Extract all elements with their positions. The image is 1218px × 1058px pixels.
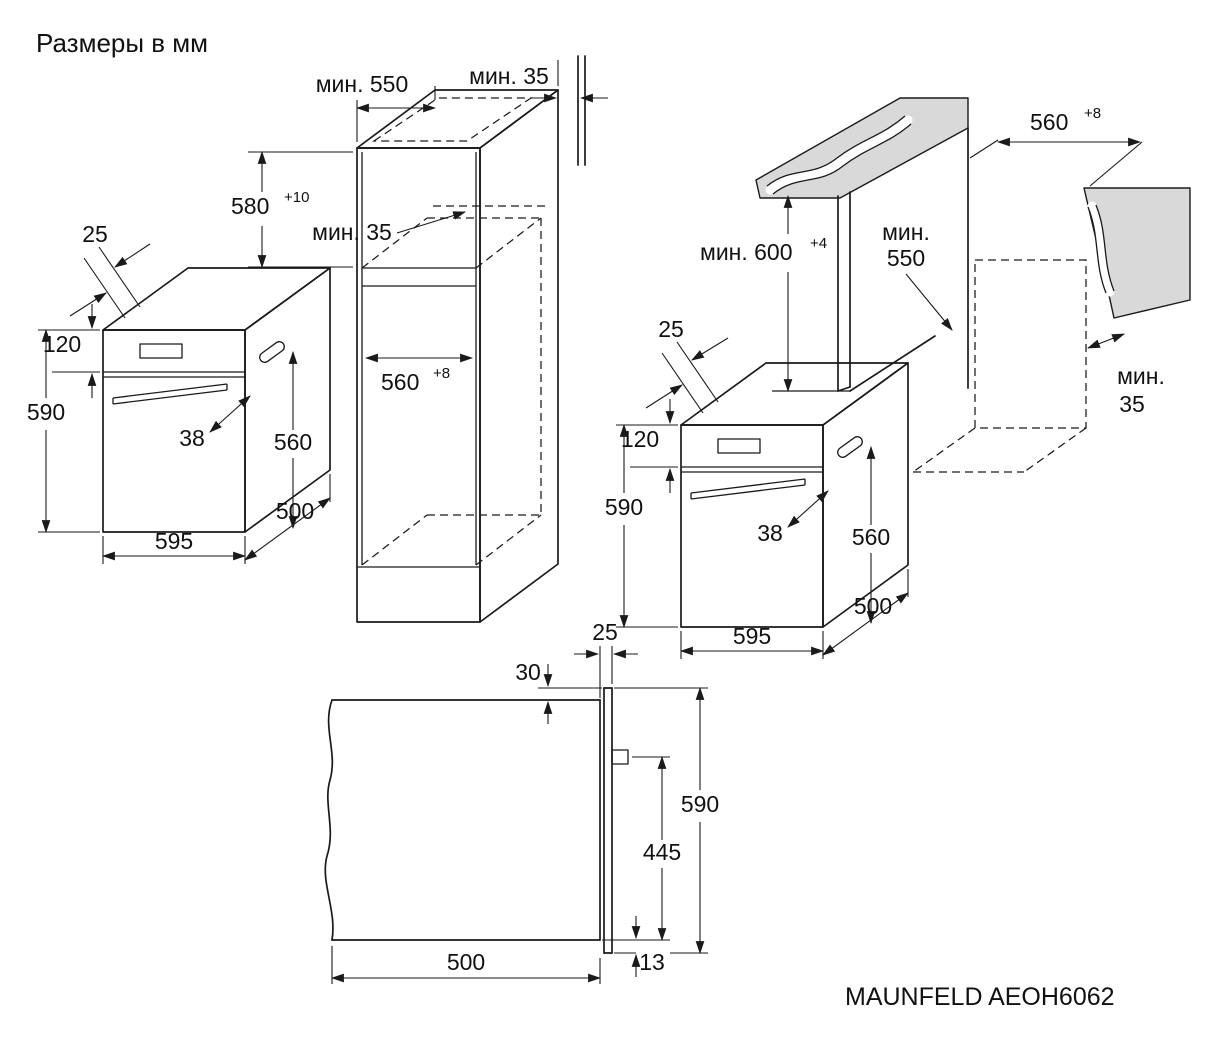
dim-oven-right-depth: 560 bbox=[852, 524, 890, 550]
break-line bbox=[324, 699, 334, 941]
dim-side-door-thickness: 25 bbox=[592, 619, 618, 645]
dim-oven-right-width: 595 bbox=[733, 623, 771, 649]
dim-min-depth-line2: 550 bbox=[887, 245, 925, 271]
dim-side-height: 590 bbox=[681, 791, 719, 817]
vent-slot bbox=[837, 436, 863, 458]
oven-right-isometric: 25 120 590 560 38 595 500 bbox=[605, 316, 909, 659]
dim-cabinet-niche-width-tol: +8 bbox=[433, 365, 450, 382]
dim-oven-left-depth: 560 bbox=[274, 429, 312, 455]
dim-oven-right-height: 590 bbox=[605, 494, 643, 520]
dim-oven-left-handle-depth: 38 bbox=[179, 425, 205, 451]
dim-side-body-depth: 500 bbox=[447, 949, 485, 975]
model-label: MAUNFELD AEOH6062 bbox=[845, 983, 1115, 1011]
dim-min-height: мин. 600 bbox=[700, 239, 793, 265]
dim-cabinet-niche-height-tol: +10 bbox=[284, 189, 309, 206]
dim-side-bottom-offset: 13 bbox=[639, 949, 665, 975]
dim-niche-width: 560 bbox=[1030, 109, 1068, 135]
oven-handle bbox=[690, 478, 806, 500]
oven-handle bbox=[112, 383, 228, 405]
dim-min-back-gap-line1: мин. bbox=[1117, 363, 1165, 389]
dim-cabinet-min-depth: мин. 550 bbox=[316, 71, 409, 97]
dim-oven-right-handle-depth: 38 bbox=[757, 520, 783, 546]
dim-min-height-tol: +4 bbox=[810, 235, 827, 252]
dim-oven-right-body-depth: 500 bbox=[854, 593, 892, 619]
dim-oven-left-body-depth: 500 bbox=[276, 498, 314, 524]
dim-niche-width-tol: +8 bbox=[1084, 105, 1101, 122]
dim-cabinet-min-back-gap: мин. 35 bbox=[312, 219, 392, 245]
page-title: Размеры в мм bbox=[36, 28, 208, 58]
vent-slot bbox=[259, 341, 285, 363]
dim-cabinet-niche-height: 580 bbox=[231, 193, 269, 219]
oven-display bbox=[139, 343, 183, 359]
tall-cabinet-drawing: мин. 550 мин. 35 580 +10 мин. 35 560 +8 bbox=[231, 55, 608, 623]
dim-side-top-offset: 30 bbox=[515, 659, 541, 685]
side-view-drawing: 25 30 590 445 13 500 bbox=[324, 619, 719, 984]
dim-side-door-height: 445 bbox=[643, 839, 681, 865]
dim-min-back-gap-line2: 35 bbox=[1119, 391, 1145, 417]
dim-oven-left-top-gap: 25 bbox=[82, 221, 108, 247]
oven-display bbox=[717, 438, 761, 454]
base-cabinet-drawing: 560 +8 мин. 600 +4 мин. 550 мин. 35 bbox=[700, 97, 1191, 473]
dim-oven-left-height: 590 bbox=[27, 399, 65, 425]
dim-oven-left-width: 595 bbox=[155, 528, 193, 554]
dim-cabinet-min-top-gap: мин. 35 bbox=[469, 63, 549, 89]
dim-oven-right-panel-height: 120 bbox=[621, 426, 659, 452]
dim-min-depth-line1: мин. bbox=[882, 219, 930, 245]
dim-oven-right-top-gap: 25 bbox=[658, 316, 684, 342]
dim-cabinet-niche-width: 560 bbox=[381, 369, 419, 395]
door-handle-profile bbox=[611, 749, 629, 765]
oven-left-isometric: 25 120 590 560 38 595 500 bbox=[27, 221, 331, 564]
dim-oven-left-panel-height: 120 bbox=[43, 331, 81, 357]
